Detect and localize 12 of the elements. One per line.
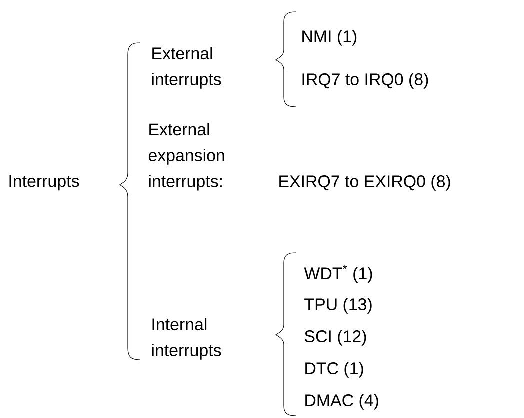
item-label: NMI (1) <box>302 30 357 46</box>
item-label: TPU (13) <box>304 298 372 314</box>
root-label: Interrupts <box>10 175 80 191</box>
item-label: IRQ7 to IRQ0 (8) <box>302 73 428 89</box>
category-label: External interrupts <box>152 47 222 89</box>
item-label: EXIRQ7 to EXIRQ0 (8) <box>280 175 450 191</box>
category-label: External expansion interrupts: <box>148 123 224 191</box>
item-label: SCI (12) <box>304 330 366 346</box>
item-label: WDT$^{*}$ (1) <box>304 265 372 283</box>
item-label: DTC (1) <box>306 362 364 378</box>
category-label: Internal interrupts <box>152 318 222 360</box>
item-label: DMAC (4) <box>306 394 378 410</box>
